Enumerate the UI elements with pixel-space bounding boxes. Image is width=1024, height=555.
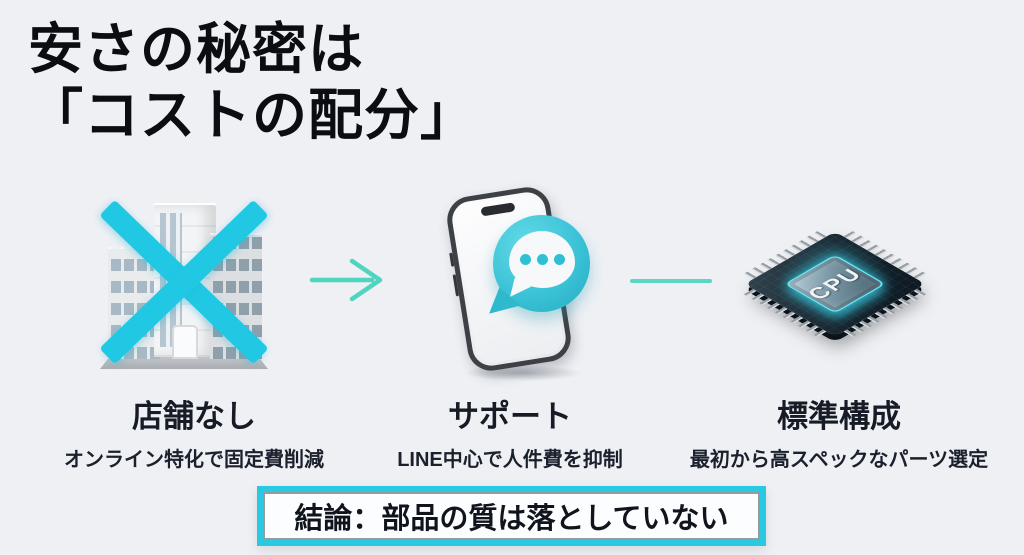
step-heading: 店舗なし <box>132 399 256 434</box>
typing-dot <box>519 254 531 265</box>
step-subtitle: 最初から高スペックなパーツ選定 <box>689 449 989 471</box>
building-crossed-icon <box>99 199 269 371</box>
phone-side-button <box>449 252 455 267</box>
conclusion-box: 結論：部品の質は落としていない <box>257 486 766 546</box>
building-entrance <box>172 325 198 359</box>
page-title: 安さの秘密は 「コストの配分」 <box>28 16 476 148</box>
connector-line <box>630 279 712 283</box>
step-subtitle: LINE中心で人件費を抑制 <box>397 449 623 471</box>
arrow-right-icon <box>309 258 383 302</box>
step-subtitle: オンライン特化で固定費削減 <box>64 449 324 471</box>
step-no-store: 店舗なし オンライン特化で固定費削減 <box>38 391 350 472</box>
typing-dot <box>553 254 565 265</box>
step-heading: 標準構成 <box>777 399 901 434</box>
cpu-chip-icon: CPU <box>740 199 930 369</box>
conclusion-text: 結論：部品の質は落としていない <box>294 503 729 535</box>
title-line-1: 安さの秘密は <box>28 18 365 80</box>
cpu-label: CPU <box>801 264 868 303</box>
chat-bubble-icon <box>493 215 590 312</box>
cpu-die: CPU <box>784 254 886 314</box>
step-support: サポート LINE中心で人件費を抑制 <box>362 391 658 472</box>
chat-balloon <box>509 231 575 288</box>
phone-chat-icon <box>443 183 613 381</box>
phone-side-button <box>452 274 460 297</box>
typing-dot <box>536 254 548 265</box>
title-line-2: 「コストの配分」 <box>28 84 477 146</box>
step-standard-config: 標準構成 最初から高スペックなパーツ選定 <box>678 391 1000 472</box>
step-heading: サポート <box>448 399 572 434</box>
cpu-package: CPU <box>743 231 927 337</box>
